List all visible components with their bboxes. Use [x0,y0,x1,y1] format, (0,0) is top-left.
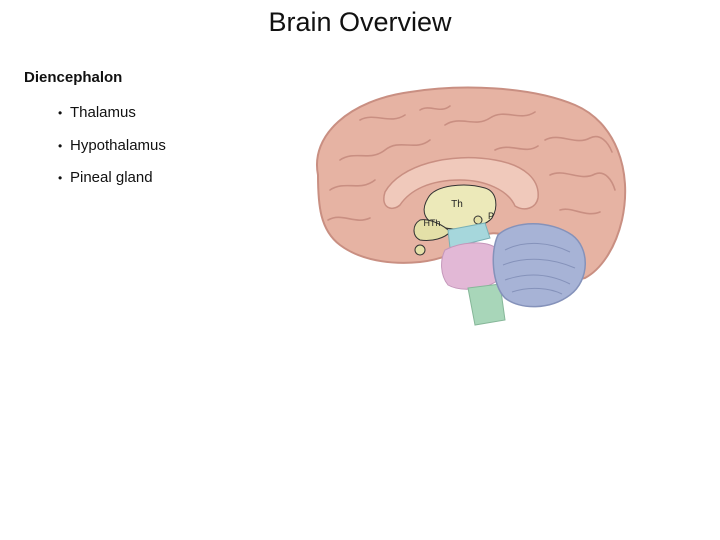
pons-region [441,242,499,290]
bullet-list: • Thalamus • Hypothalamus • Pineal gland [58,103,166,201]
bullet-icon: • [58,138,63,153]
bullet-text: Thalamus [70,104,136,121]
bullet-item: • Pineal gland [58,168,166,201]
section-heading: Diencephalon [24,69,123,86]
thalamus-label: Th [451,199,463,210]
pineal-label: P [488,211,494,221]
pituitary-gland [414,244,426,256]
medulla-region [467,283,506,326]
cerebellum-region [492,223,586,308]
brain-figure: Th HTh P [300,80,635,330]
bullet-item: • Hypothalamus [58,136,166,169]
cortex-gyri [327,105,616,221]
bullet-text: Pineal gland [70,169,153,186]
bullet-text: Hypothalamus [70,136,166,154]
corpus-callosum [383,156,539,210]
midbrain-region [447,222,491,249]
hypothalamus-label: HTh [423,218,440,228]
brain-illustration: Th HTh P [315,86,627,326]
bullet-item: • Thalamus [58,103,166,136]
pineal-gland [473,215,483,225]
bullet-icon: • [58,106,63,120]
bullet-icon: • [58,171,63,185]
slide-title: Brain Overview [268,7,452,37]
cerebellum-folia [502,242,576,295]
hypothalamus-region [413,219,451,241]
